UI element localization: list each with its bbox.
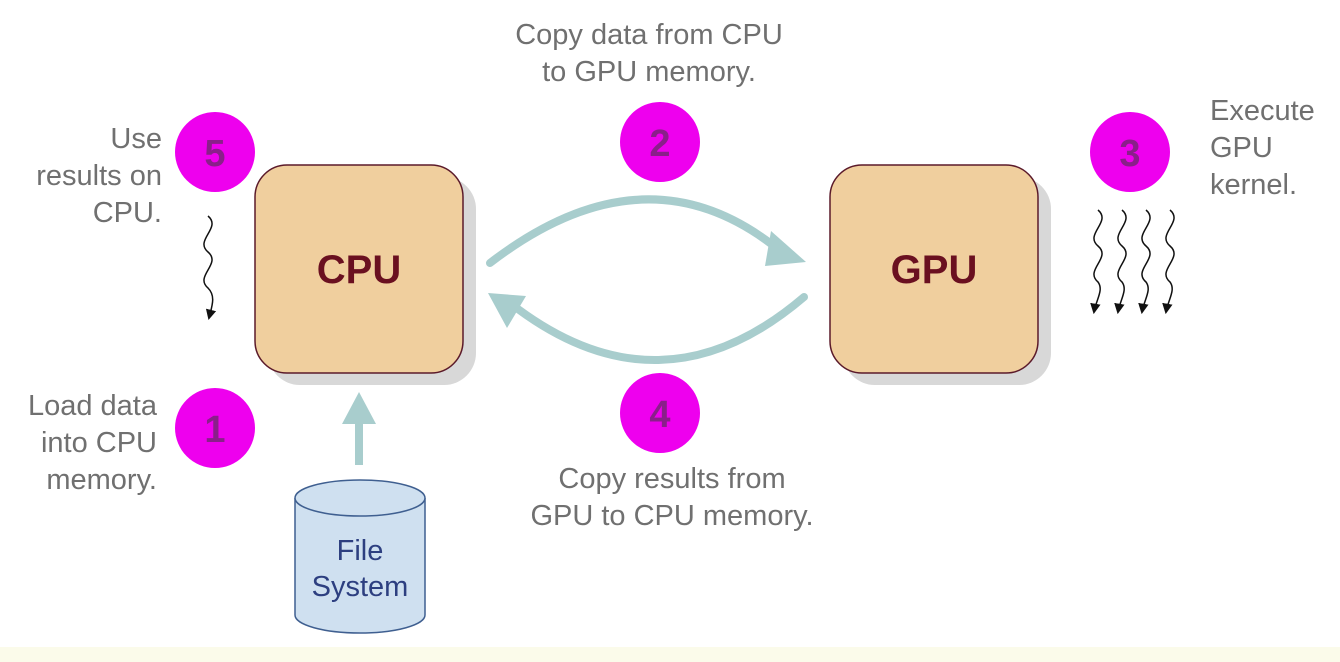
step-badge-3: 3 bbox=[1090, 112, 1170, 192]
step-3-caption: Execute GPU kernel. bbox=[1210, 95, 1315, 201]
step-5-caption: Use results on CPU. bbox=[36, 123, 162, 229]
step-number-2: 2 bbox=[649, 123, 670, 165]
gpu-squiggle-4 bbox=[1162, 209, 1175, 315]
gpu-box-body bbox=[829, 164, 1039, 374]
file-system-label-line2: System bbox=[312, 571, 409, 603]
cpu-box: CPU bbox=[254, 164, 476, 385]
gpu-label: GPU bbox=[891, 248, 978, 292]
step-badge-5: 5 bbox=[175, 112, 255, 192]
gpu-squiggle-3 bbox=[1138, 209, 1151, 315]
gpu-execution-squiggles bbox=[1090, 209, 1175, 315]
file-system-label-line1: File bbox=[337, 535, 384, 567]
cpu-box-body bbox=[254, 164, 464, 374]
step-badge-1: 1 bbox=[175, 388, 255, 468]
gpu-squiggle-1 bbox=[1090, 209, 1103, 315]
gpu-squiggle-2 bbox=[1114, 209, 1127, 315]
footer-strip bbox=[0, 647, 1340, 662]
filesystem-to-cpu-arrow bbox=[342, 392, 376, 465]
step-badge-2: 2 bbox=[620, 102, 700, 182]
step-1-caption: Load data into CPU memory. bbox=[27, 390, 157, 496]
step-number-5: 5 bbox=[204, 133, 225, 175]
step-number-3: 3 bbox=[1119, 133, 1140, 175]
gpu-to-cpu-arrow bbox=[488, 293, 808, 364]
cpu-label: CPU bbox=[317, 248, 401, 292]
file-system-cylinder: File System bbox=[294, 479, 426, 634]
step-number-1: 1 bbox=[204, 409, 225, 451]
step-2-caption: Copy data from CPU to GPU memory. bbox=[515, 19, 783, 88]
cpu-execution-squiggle bbox=[203, 215, 217, 321]
gpu-box: GPU bbox=[829, 164, 1051, 385]
step-badge-4: 4 bbox=[620, 373, 700, 453]
step-number-4: 4 bbox=[649, 394, 670, 436]
step-4-caption: Copy results from GPU to CPU memory. bbox=[530, 463, 814, 532]
cpu-to-gpu-arrow bbox=[486, 195, 806, 267]
